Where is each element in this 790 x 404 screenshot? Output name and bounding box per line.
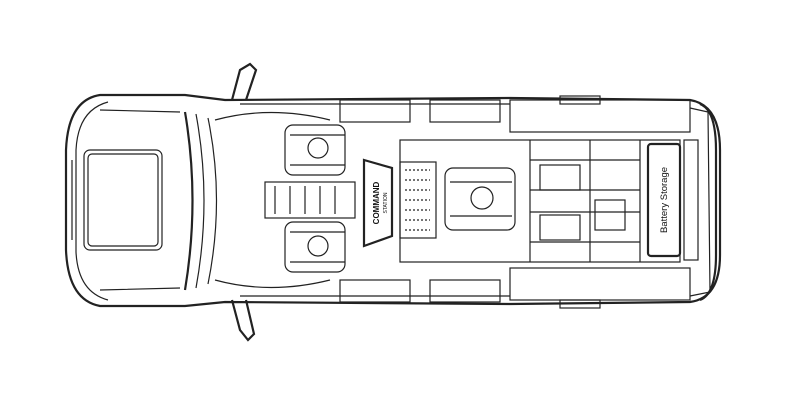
battery-storage-label: Battery Storage: [659, 167, 670, 233]
command-station-sublabel: STATION: [383, 192, 389, 213]
mirror-left: [230, 62, 258, 101]
van-body: [64, 93, 722, 308]
side-windows: [240, 95, 691, 309]
battery-storage: [646, 139, 699, 261]
rear-seat: [444, 167, 516, 231]
hood: [71, 109, 181, 291]
driver-seat: [284, 124, 346, 176]
command-station-label: COMMAND: [372, 181, 381, 224]
center-console: [264, 181, 356, 219]
floor-frame: [399, 139, 681, 263]
windshield: [183, 111, 331, 291]
mirror-right: [230, 299, 256, 342]
passenger-seat: [284, 221, 346, 273]
